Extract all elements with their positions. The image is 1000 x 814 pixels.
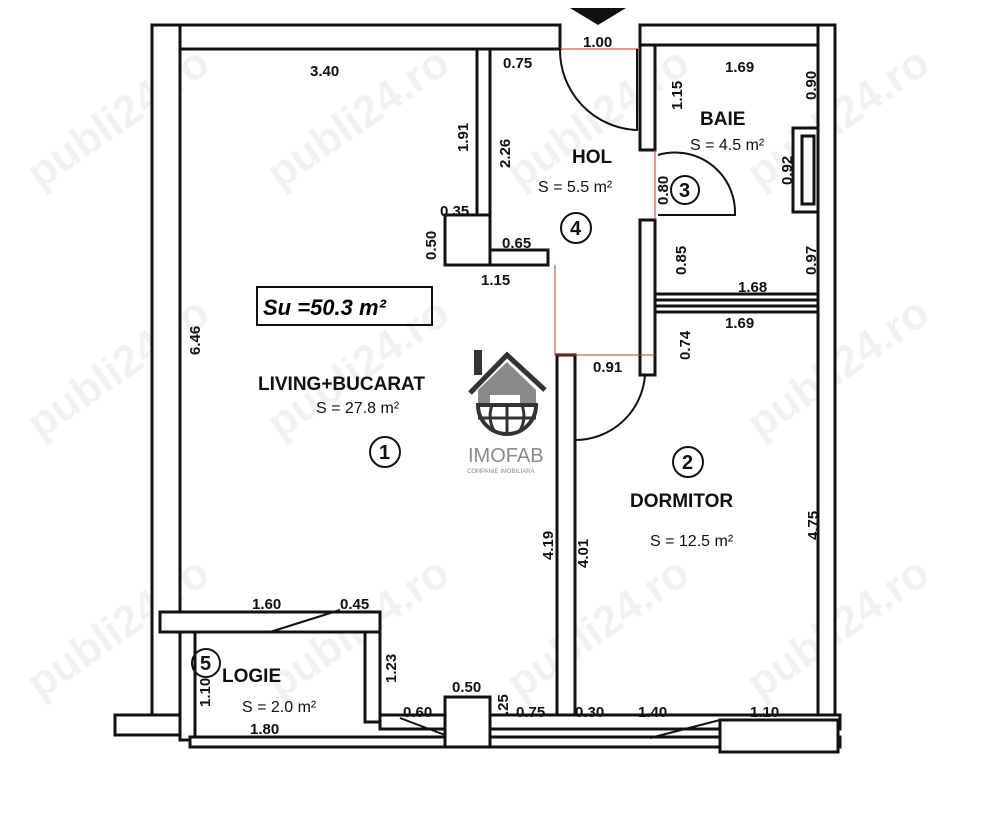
dimension-label: 1.00 [583, 34, 612, 51]
dimension-label: 2.26 [497, 139, 514, 168]
imofab-logo: IMOFAB COMPANIE IMOBILIARA [467, 350, 547, 475]
room-number-circle [191, 648, 221, 678]
dimension-label: 1.15 [481, 272, 510, 289]
logo-name: IMOFAB [468, 445, 544, 467]
dimension-label: 0.45 [340, 596, 369, 613]
dimension-label: .25 [495, 694, 512, 715]
dimension-label: 1.10 [750, 704, 779, 721]
dimension-label: 1.69 [725, 59, 754, 76]
room-name-hol: HOL [572, 147, 613, 168]
room-number-hol: 4 [570, 218, 582, 240]
dimension-label: 0.80 [655, 176, 672, 205]
dimension-label: 0.74 [677, 330, 694, 360]
dimension-label: 0.30 [575, 704, 604, 721]
dimension-label: 1.40 [638, 704, 667, 721]
room-number-living: 1 [379, 442, 390, 464]
dimension-label: 1.68 [738, 279, 767, 296]
dimension-label: 0.60 [403, 704, 432, 721]
total-area-box [256, 286, 433, 326]
room-number-circle [560, 212, 592, 244]
room-area-baie: S = 4.5 m² [690, 137, 765, 154]
room-number-circle [672, 446, 704, 478]
dimension-label: 1.23 [383, 654, 400, 683]
room-name-living: LIVING+BUCARAT [258, 374, 425, 395]
room-name-baie: BAIE [700, 109, 745, 130]
dimension-label: 0.50 [423, 231, 440, 260]
dimension-label: 0.35 [440, 203, 469, 220]
watermark: publi24.ro [18, 37, 218, 198]
dimension-label: 0.75 [503, 55, 532, 72]
watermark: publi24.ro [738, 37, 938, 198]
room-name-logie: LOGIE [222, 666, 281, 687]
room-area-hol: S = 5.5 m² [538, 179, 613, 196]
dimension-label: 0.97 [803, 246, 820, 275]
watermark: publi24.ro [738, 547, 938, 708]
room-number-dormitor: 2 [682, 452, 693, 474]
doors [269, 48, 737, 739]
dimension-label: 0.85 [673, 246, 690, 275]
room-number-circle [369, 436, 401, 468]
dimension-label: 4.01 [575, 539, 592, 568]
dimension-label: 0.65 [502, 235, 531, 252]
room-area-dormitor: S = 12.5 m² [650, 533, 734, 550]
dimension-label: 0.90 [803, 71, 820, 100]
dimension-label: 6.46 [187, 326, 204, 355]
dimension-label: 3.40 [310, 63, 339, 80]
entrance-arrow-icon [570, 8, 626, 25]
room-number-circle [670, 175, 700, 205]
watermark: publi24.ro [258, 37, 458, 198]
dimension-label: 0.92 [779, 156, 796, 185]
dimension-label: 1.10 [197, 678, 214, 707]
watermark: publi24.ro [498, 547, 698, 708]
dimension-label: 0.75 [516, 704, 545, 721]
room-number-baie: 3 [679, 180, 690, 202]
dimension-label: 1.15 [669, 81, 686, 110]
dimension-label: 1.60 [252, 596, 281, 613]
room-number-logie: 5 [200, 653, 211, 675]
logo-tagline: COMPANIE IMOBILIARA [467, 469, 535, 475]
dimension-label: 1.69 [725, 315, 754, 332]
watermark: publi24.ro [18, 287, 218, 448]
total-area-label: Su =50.3 m² [263, 295, 387, 320]
dimensions: 3.40 1.00 0.75 1.69 1.15 0.90 1.91 2.26 … [187, 34, 822, 738]
dimension-label: 0.50 [452, 679, 481, 696]
dimension-label: 4.19 [540, 531, 557, 560]
room-area-logie: S = 2.0 m² [242, 699, 317, 716]
room-name-dormitor: DORMITOR [630, 491, 733, 512]
dimension-label: 0.91 [593, 359, 622, 376]
room-area-living: S = 27.8 m² [316, 400, 400, 417]
dimension-label: 1.80 [250, 721, 279, 738]
dimension-label: 4.75 [805, 511, 822, 540]
dimension-label: 1.91 [455, 123, 472, 152]
